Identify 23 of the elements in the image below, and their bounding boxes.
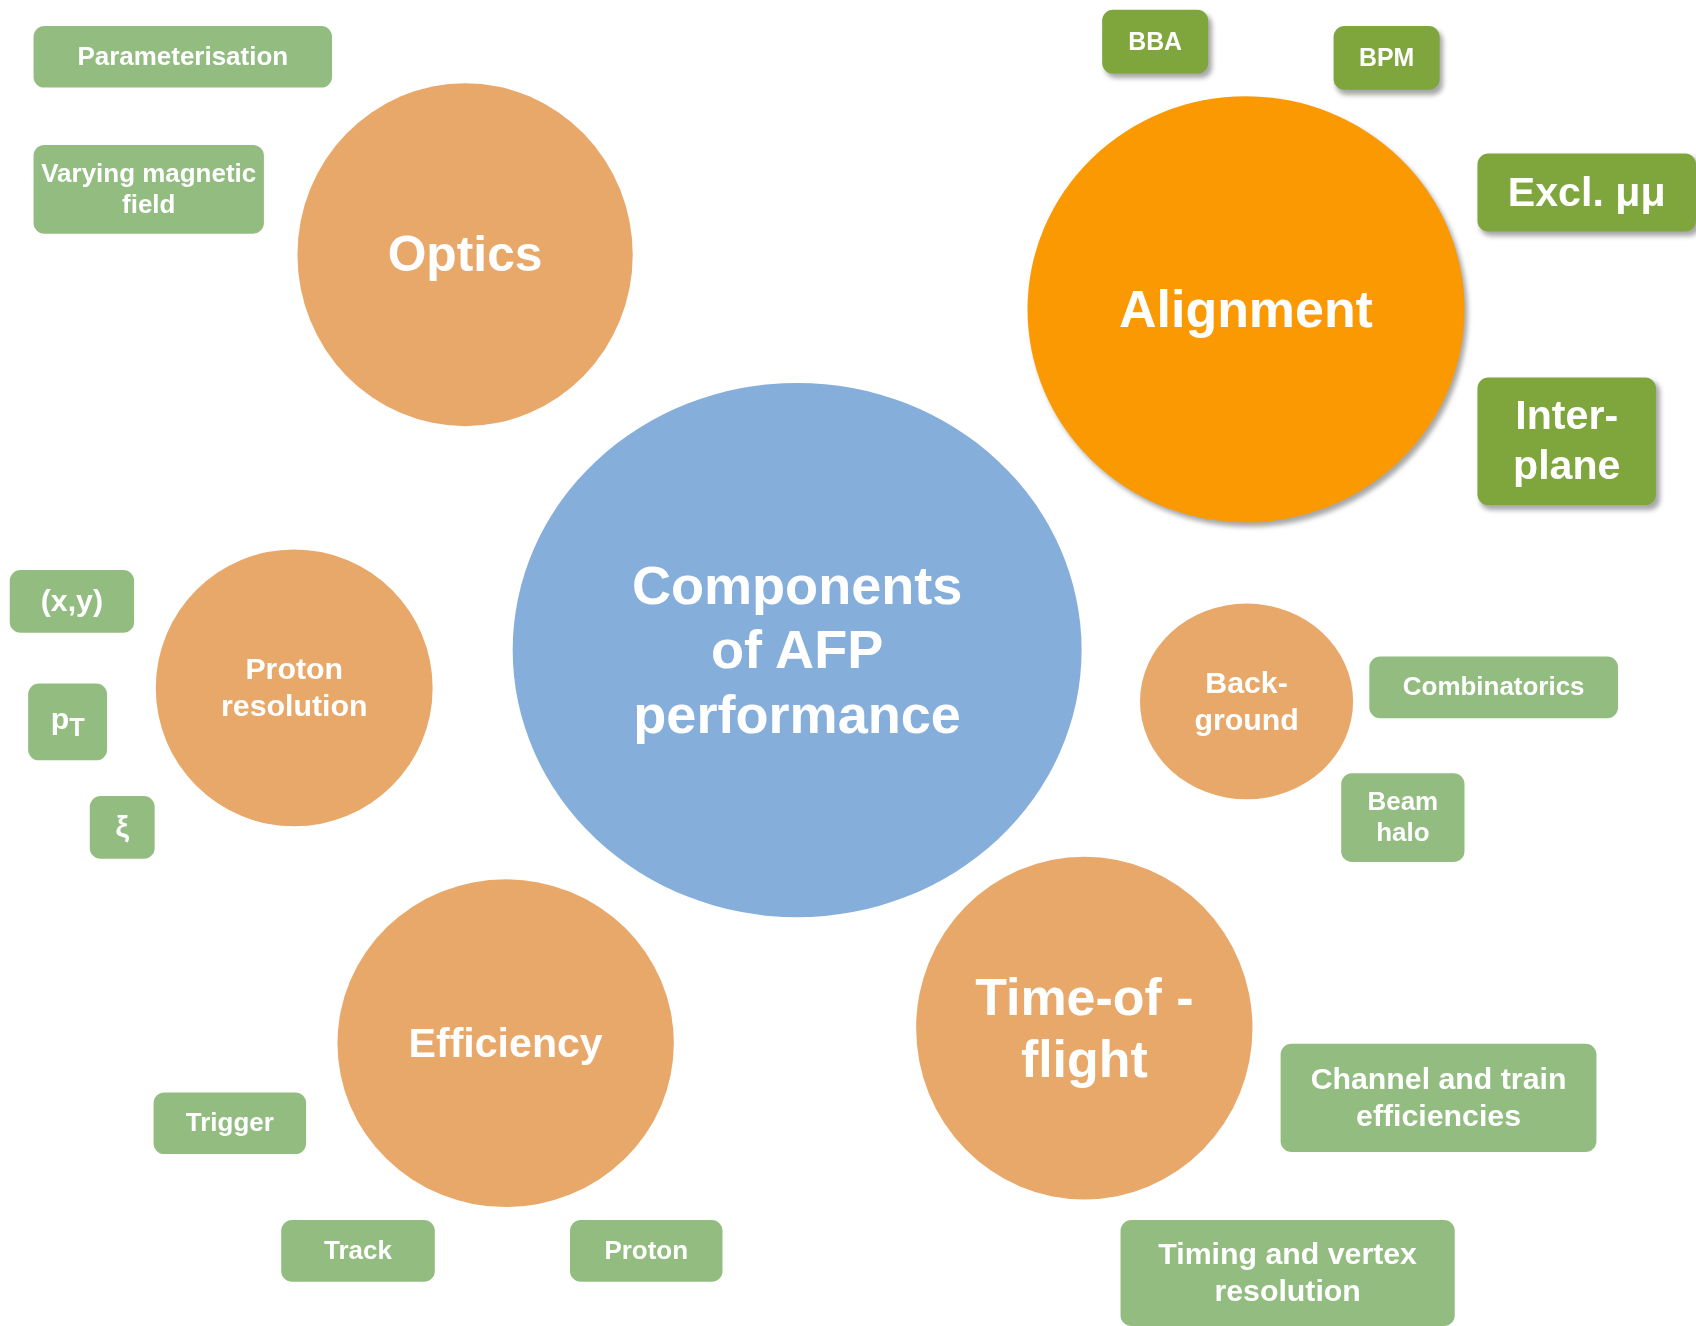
topic-box: Varying magnetic field xyxy=(33,144,264,234)
topic-box: ξ xyxy=(89,796,155,859)
topic-box: (x,y) xyxy=(9,570,135,633)
topic-box: Trigger xyxy=(153,1092,307,1155)
topic-box: Timing and vertex resolution xyxy=(1120,1220,1455,1326)
topic-box: BBA xyxy=(1102,9,1209,74)
topic-box: Track xyxy=(281,1220,435,1282)
topic-circle: Time-of -flight xyxy=(916,856,1253,1200)
topic-box: Inter- plane xyxy=(1477,377,1656,506)
topic-circle: Optics xyxy=(297,83,633,427)
topic-box: p$_{T}$ xyxy=(28,683,108,761)
topic-circle: Back- ground xyxy=(1140,603,1354,800)
topic-box: BPM xyxy=(1333,25,1440,90)
topic-circle: Alignment xyxy=(1027,96,1465,523)
topic-box: Beam halo xyxy=(1341,773,1465,863)
topic-circle: Components of AFP performance xyxy=(512,382,1082,918)
topic-box: Excl. μμ xyxy=(1477,153,1696,232)
topic-box: Proton xyxy=(570,1220,723,1282)
topic-box: Combinatorics xyxy=(1369,656,1619,719)
topic-circle: Proton resolution xyxy=(155,549,433,827)
topic-circle: Efficiency xyxy=(337,879,674,1208)
topic-box: Parameterisation xyxy=(33,25,333,88)
topic-box: Channel and train efficiencies xyxy=(1280,1043,1597,1152)
